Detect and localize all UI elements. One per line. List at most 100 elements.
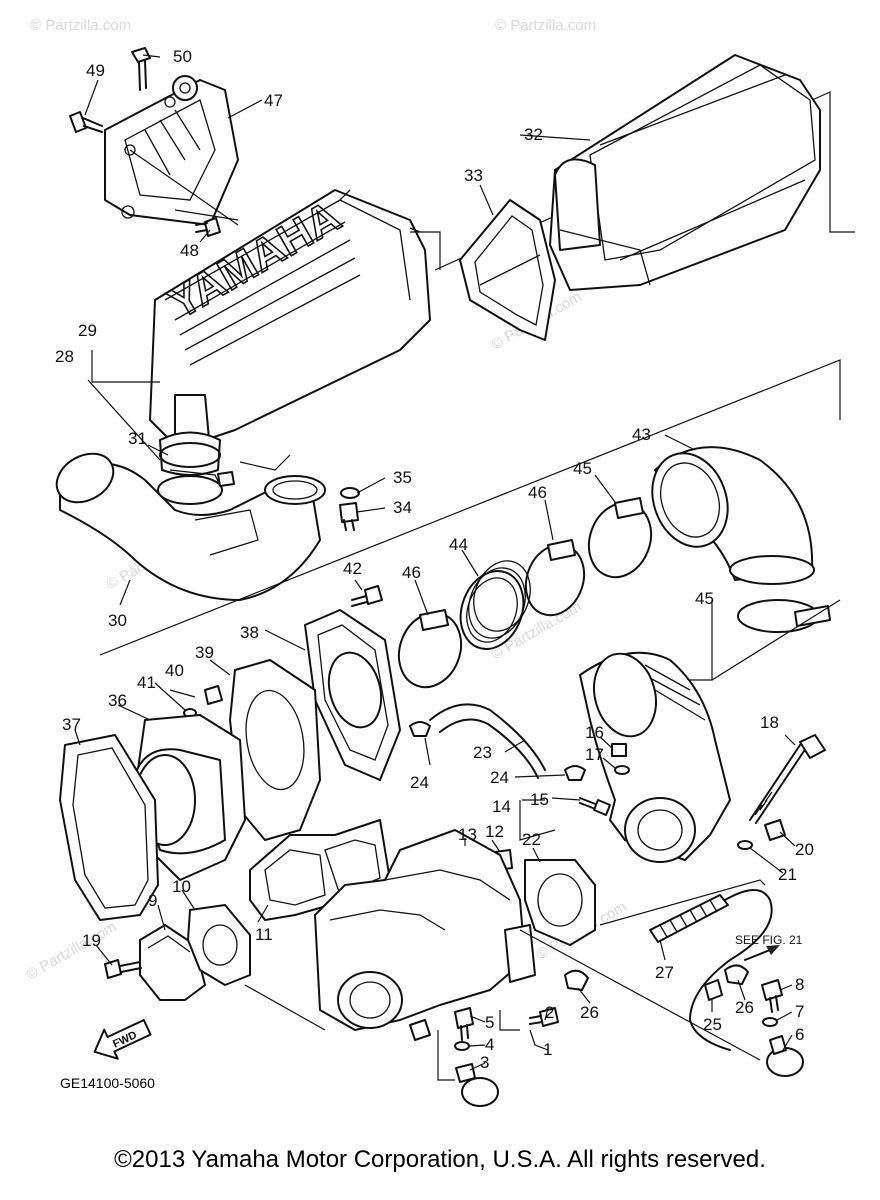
- callout-labels: 50 49 47 48 29 28 32 33 31 35 34 30 43 4…: [55, 47, 814, 1072]
- callout-49: 49: [86, 61, 105, 80]
- clamp-6: [766, 1035, 804, 1077]
- callout-12: 12: [485, 822, 504, 841]
- bolt-49: [69, 111, 103, 133]
- callout-31: 31: [128, 429, 147, 448]
- bolt-40: [204, 685, 223, 705]
- callout-28: 28: [55, 347, 74, 366]
- manifold-1: [314, 829, 536, 1041]
- callout-20: 20: [795, 840, 814, 859]
- callout-11: 11: [255, 925, 273, 944]
- bolt-15: [579, 797, 611, 816]
- callout-46: 46: [528, 483, 547, 502]
- see-fig-label: SEE FIG. 21: [735, 933, 803, 947]
- see-fig-arrow: [744, 945, 780, 961]
- hose-clamp-46-left: [397, 609, 463, 689]
- callout-34: 34: [393, 498, 412, 517]
- callout-14: 14: [492, 797, 511, 816]
- gasket-33: [459, 199, 556, 341]
- callout-leaders: [74, 54, 796, 1071]
- callout-21: 21: [778, 865, 797, 884]
- callout-41: 41: [137, 673, 156, 692]
- washer-7: [762, 1017, 778, 1027]
- leader-line: [194, 454, 291, 556]
- callout-48: 48: [180, 241, 199, 260]
- clamp-24-lower: [564, 765, 586, 781]
- callout-13: 13: [458, 825, 477, 844]
- callout-29: 29: [78, 321, 97, 340]
- bolt-50: [131, 47, 151, 91]
- hose-clamp-45-upper: [587, 497, 653, 579]
- gasket-22: [524, 859, 596, 946]
- watermark: © Partzilla.com: [30, 17, 131, 34]
- hose-27: [649, 889, 773, 1051]
- hose-clamp-46-right: [524, 539, 586, 617]
- leader-line: [129, 149, 239, 226]
- bolt-2: [529, 1007, 559, 1027]
- callout-27: 27: [655, 963, 674, 982]
- bolt-16: [611, 743, 627, 757]
- callout-9: 9: [148, 891, 157, 910]
- callout-35: 35: [393, 468, 412, 487]
- muffler-28: YAMAHA: [149, 189, 431, 476]
- callout-37: 37: [62, 715, 81, 734]
- callout-1: 1: [543, 1040, 552, 1059]
- fwd-arrow: FWD: [93, 1019, 152, 1060]
- hose-clamp-45-lower: [737, 599, 831, 633]
- callout-24: 24: [490, 768, 509, 787]
- bolt-19: [104, 959, 142, 979]
- bolt-5: [454, 1007, 474, 1041]
- watermark: © Partzilla.com: [495, 17, 596, 34]
- washer-21: [737, 840, 753, 850]
- callout-26: 26: [735, 998, 754, 1017]
- callout-17: 17: [585, 745, 604, 764]
- plate-38: [304, 609, 401, 781]
- clamp-31: [159, 442, 235, 487]
- callout-38: 38: [240, 623, 259, 642]
- bolt-8: [761, 979, 783, 1013]
- callout-10: 10: [172, 877, 191, 896]
- elbow-43: [651, 446, 815, 585]
- callout-45: 45: [695, 589, 714, 608]
- callout-3: 3: [480, 1053, 489, 1072]
- callout-33: 33: [464, 166, 483, 185]
- callout-26: 26: [580, 1003, 599, 1022]
- callout-6: 6: [795, 1025, 804, 1044]
- callout-15: 15: [530, 790, 549, 809]
- callout-42: 42: [343, 559, 362, 578]
- fitting-25: [704, 979, 723, 1001]
- callout-4: 4: [485, 1035, 494, 1054]
- leader-line: [519, 799, 556, 841]
- hose-23: [429, 703, 546, 779]
- callout-18: 18: [760, 713, 779, 732]
- elbow-14: [579, 651, 731, 863]
- copyright-notice: ©2013 Yamaha Motor Corporation, U.S.A. A…: [114, 1146, 766, 1173]
- callout-16: 16: [585, 723, 604, 742]
- leader-line: [244, 879, 766, 1061]
- callout-8: 8: [795, 975, 804, 994]
- leader-line: [437, 1010, 520, 1081]
- leader-line: [87, 350, 161, 461]
- callout-46: 46: [402, 563, 421, 582]
- clamp-3: [455, 1063, 499, 1107]
- housing-36: [134, 714, 246, 881]
- callout-32: 32: [524, 125, 543, 144]
- callout-25: 25: [703, 1015, 722, 1034]
- coupler-44: [459, 560, 531, 650]
- silencer-32: [549, 54, 821, 291]
- exhaust-pipe-30: [55, 452, 326, 601]
- bolt-34: [339, 502, 359, 531]
- callout-36: 36: [108, 691, 127, 710]
- callout-43: 43: [632, 425, 651, 444]
- callout-2: 2: [545, 1003, 554, 1022]
- callout-5: 5: [485, 1013, 494, 1032]
- diagram-code: GE14100-5060: [60, 1075, 155, 1091]
- callout-47: 47: [264, 91, 283, 110]
- callout-30: 30: [108, 611, 127, 630]
- bolt-42: [351, 585, 383, 607]
- washer-17: [614, 765, 630, 775]
- washer-4: [454, 1041, 470, 1051]
- callout-19: 19: [82, 931, 101, 950]
- clamp-24-upper: [409, 721, 431, 737]
- bolt-20: [764, 819, 786, 841]
